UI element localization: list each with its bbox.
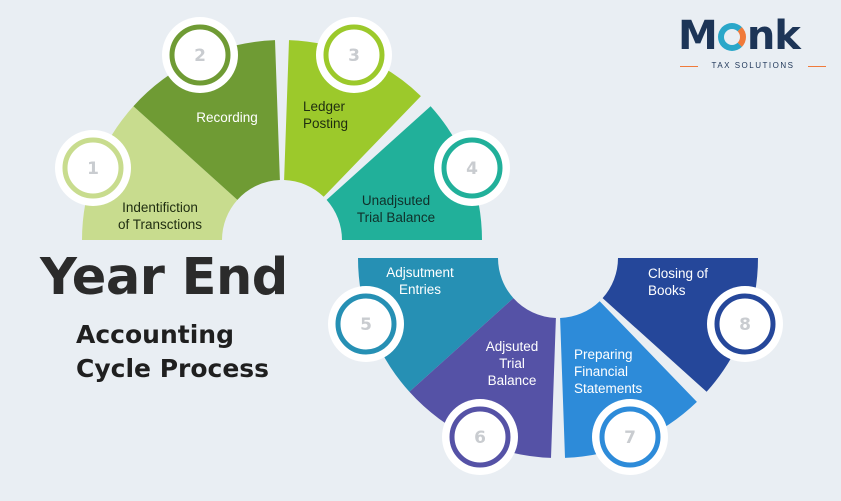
step-labels: Indentifiction of Transctions Recording Led… xyxy=(118,99,708,396)
subtitle-line-1: Accounting xyxy=(76,320,234,349)
step-4-label-line: Trial Balance xyxy=(357,210,435,225)
step-7-label-line: Preparing xyxy=(574,347,633,362)
step-3-label-line: Posting xyxy=(303,116,348,131)
step-4-label-line: Unadjsuted xyxy=(362,193,430,208)
step-4-segment xyxy=(326,106,482,240)
step-1-badge: 1 xyxy=(55,130,131,206)
badge-colored-ring xyxy=(599,406,661,468)
step-8-number: 8 xyxy=(739,315,751,335)
step-1-label: Indentifiction of Transctions xyxy=(118,200,202,232)
step-6-segment xyxy=(409,298,556,458)
step-1-label-line: Indentifiction xyxy=(122,200,198,215)
step-6-label-line: Balance xyxy=(488,373,537,388)
step-1-label-line: of Transctions xyxy=(118,217,202,232)
cycle-segments xyxy=(82,40,758,458)
logo-tagline: TAX SOLUTIONS xyxy=(678,61,828,70)
step-8-label-line: Books xyxy=(648,283,686,298)
step-2-number: 2 xyxy=(194,46,206,66)
step-7-label-line: Financial xyxy=(574,364,628,379)
badge-colored-ring xyxy=(714,293,776,355)
step-2-label-line: Recording xyxy=(196,110,258,125)
step-8-badge: 8 xyxy=(707,286,783,362)
step-5-label-line: Entries xyxy=(399,282,441,297)
badge-colored-ring xyxy=(335,293,397,355)
step-1-segment xyxy=(82,106,238,240)
page-title: Year End xyxy=(40,248,288,307)
subtitle-line-2: Cycle Process xyxy=(76,354,270,383)
badge-colored-ring xyxy=(441,137,503,199)
step-1-number: 1 xyxy=(87,159,99,179)
badge-colored-ring xyxy=(62,137,124,199)
step-8-segment xyxy=(602,258,758,392)
step-7-number: 7 xyxy=(624,428,636,448)
step-3-number: 3 xyxy=(348,46,360,66)
step-5-label-line: Adjsutment xyxy=(386,265,454,280)
step-3-segment xyxy=(284,40,421,197)
step-5-segment xyxy=(358,258,514,392)
step-4-number: 4 xyxy=(466,159,478,179)
step-6-label-line: Adjsuted xyxy=(486,339,539,354)
step-2-label: Recording xyxy=(196,110,258,125)
step-5-number: 5 xyxy=(360,315,372,335)
page-subtitle: Accounting Cycle Process xyxy=(76,318,269,386)
step-2-segment xyxy=(133,40,280,200)
step-4-badge: 4 xyxy=(434,130,510,206)
step-badges: 1 2 3 4 5 6 7 8 xyxy=(55,17,783,475)
badge-colored-ring xyxy=(169,24,231,86)
step-5-badge: 5 xyxy=(328,286,404,362)
badge-colored-ring xyxy=(449,406,511,468)
step-6-badge: 6 xyxy=(442,399,518,475)
step-3-label-line: Ledger xyxy=(303,99,346,114)
step-3-badge: 3 xyxy=(316,17,392,93)
badge-colored-ring xyxy=(323,24,385,86)
step-2-badge: 2 xyxy=(162,17,238,93)
step-7-badge: 7 xyxy=(592,399,668,475)
step-8-label: Closing of Books xyxy=(648,266,708,298)
step-6-number: 6 xyxy=(474,428,486,448)
step-6-label-line: Trial xyxy=(499,356,525,371)
step-8-label-line: Closing of xyxy=(648,266,708,281)
step-7-label-line: Statements xyxy=(574,381,643,396)
logo-ring-icon xyxy=(717,23,746,51)
